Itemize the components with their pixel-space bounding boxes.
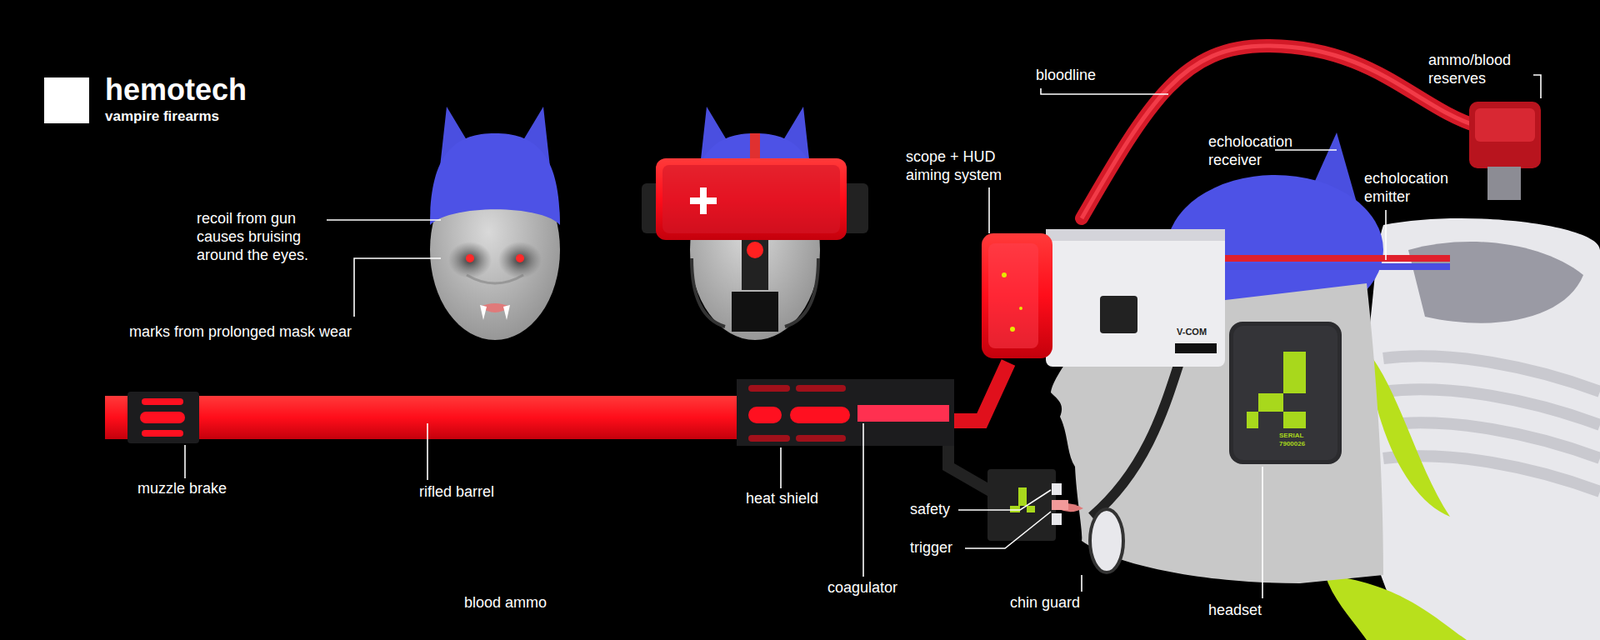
logo-square (44, 77, 90, 124)
part-label: chin guard (1010, 594, 1080, 613)
subtitle: vampire firearms (105, 108, 220, 126)
scope (981, 229, 1450, 367)
masked-head (641, 106, 869, 340)
vampire-face (430, 106, 560, 340)
part-label: trigger (910, 539, 953, 558)
part-label: ammo/blood reserves (1428, 51, 1529, 89)
rifle (105, 362, 1069, 541)
diagram-title: hemotech (105, 71, 247, 109)
part-label: scope + HUD aiming system (905, 148, 1010, 185)
leader-lines (185, 75, 1541, 599)
part-label: headset (1208, 601, 1262, 620)
part-label: bloodline (1035, 66, 1096, 85)
part-label: safety (910, 500, 950, 520)
part-label: echolocation receiver (1208, 133, 1309, 170)
callout-note: marks from prolonged mask wear (129, 323, 352, 342)
part-label: muzzle brake (137, 480, 227, 499)
part-label: heat shield (745, 490, 819, 509)
part-label: coagulator (827, 579, 898, 598)
bloodline-tube (1081, 45, 1480, 219)
device-marking: V-COM (1176, 326, 1207, 338)
part-label: echolocation emitter (1364, 170, 1465, 207)
device-marking: SERIAL 7900026 (1279, 431, 1331, 449)
callout-note: recoil from gun causes bruising around t… (196, 210, 330, 265)
ammo-reserve (1469, 101, 1541, 200)
part-label: rifled barrel (419, 483, 495, 502)
part-label: blood ammo (464, 594, 547, 613)
